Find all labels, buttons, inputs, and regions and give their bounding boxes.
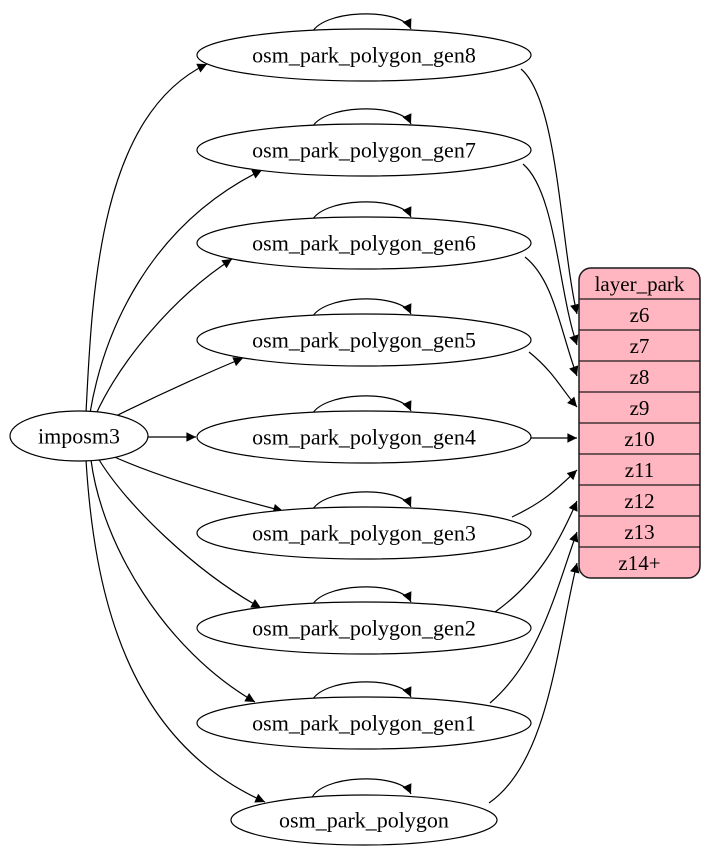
node-label-osm_park_polygon: osm_park_polygon: [279, 808, 449, 833]
record-title: layer_park: [595, 272, 685, 296]
node-osm_park_polygon_gen6: osm_park_polygon_gen6: [196, 216, 532, 270]
edge-osm_park_polygon_gen8-to-layer_park:z6: [520, 68, 580, 315]
node-osm_park_polygon_gen1: osm_park_polygon_gen1: [196, 696, 532, 750]
self-loop-osm_park_polygon_gen2: [310, 586, 412, 609]
record-row-z10: z10: [624, 427, 654, 451]
edge-imposm3-to-osm_park_polygon_gen7: [89, 169, 263, 414]
self-loop-osm_park_polygon_gen7: [310, 108, 412, 131]
self-loop-osm_park_polygon_gen3: [310, 491, 412, 514]
node-osm_park_polygon_gen4: osm_park_polygon_gen4: [196, 410, 532, 464]
node-label-osm_park_polygon_gen2: osm_park_polygon_gen2: [252, 616, 476, 641]
edge-imposm3-to-osm_park_polygon_gen1: [90, 459, 256, 703]
record-row-z12: z12: [624, 489, 654, 513]
edge-osm_park_polygon_gen3-to-layer_park:z11: [511, 469, 578, 518]
node-ellipse-osm_park_polygon_gen1: [196, 696, 532, 750]
self-loop-osm_park_polygon_gen5: [310, 298, 412, 321]
edge-osm_park_polygon_gen2-to-layer_park:z12: [494, 500, 578, 613]
node-ellipse-osm_park_polygon_gen5: [196, 313, 532, 367]
edge-imposm3-to-osm_park_polygon_gen5: [109, 357, 244, 420]
node-osm_park_polygon_gen8: osm_park_polygon_gen8: [196, 28, 532, 82]
node-label-osm_park_polygon_gen5: osm_park_polygon_gen5: [252, 328, 476, 353]
node-ellipse-osm_park_polygon: [230, 794, 498, 846]
node-label-osm_park_polygon_gen4: osm_park_polygon_gen4: [252, 425, 476, 450]
node-ellipse-osm_park_polygon_gen7: [196, 123, 532, 177]
self-loops-layer: [310, 13, 412, 801]
edge-imposm3-to-osm_park_polygon: [85, 459, 266, 803]
edge-imposm3-to-osm_park_polygon_gen6: [95, 258, 233, 415]
nodes-layer: imposm3 osm_park_polygon_gen8 osm_park_pol…: [9, 28, 532, 846]
record-row-z6: z6: [630, 303, 650, 327]
self-loop-osm_park_polygon_gen4: [310, 395, 412, 418]
node-ellipse-osm_park_polygon_gen4: [196, 410, 532, 464]
record-row-z14+: z14+: [618, 551, 660, 575]
node-osm_park_polygon: osm_park_polygon: [230, 794, 498, 846]
node-osm_park_polygon_gen3: osm_park_polygon_gen3: [196, 506, 532, 560]
edge-osm_park_polygon_gen5-to-layer_park:z9: [528, 351, 578, 408]
record-row-z8: z8: [630, 365, 650, 389]
edges-layer: [85, 63, 580, 804]
self-loop-osm_park_polygon_gen1: [310, 681, 412, 704]
node-ellipse-osm_park_polygon_gen6: [196, 216, 532, 270]
edge-osm_park_polygon_gen6-to-layer_park:z8: [524, 256, 579, 377]
record-row-z13: z13: [624, 520, 654, 544]
self-loop-osm_park_polygon_gen6: [310, 201, 412, 224]
record-row-z11: z11: [625, 458, 655, 482]
edge-imposm3-to-osm_park_polygon_gen8: [85, 63, 208, 414]
node-ellipse-imposm3: [9, 410, 149, 462]
node-label-osm_park_polygon_gen6: osm_park_polygon_gen6: [252, 231, 476, 256]
self-loop-osm_park_polygon_gen8: [310, 13, 412, 36]
edge-imposm3-to-osm_park_polygon_gen2: [97, 457, 262, 609]
self-loop-osm_park_polygon: [310, 778, 412, 801]
node-osm_park_polygon_gen5: osm_park_polygon_gen5: [196, 313, 532, 367]
node-label-osm_park_polygon_gen8: osm_park_polygon_gen8: [252, 43, 476, 68]
node-ellipse-osm_park_polygon_gen3: [196, 506, 532, 560]
edge-osm_park_polygon-to-layer_park:z14+: [488, 562, 580, 804]
edge-osm_park_polygon_gen7-to-layer_park:z7: [522, 163, 579, 346]
node-label-osm_park_polygon_gen1: osm_park_polygon_gen1: [252, 711, 476, 736]
node-layer_park: layer_park z6 z7 z8 z9 z10 z11 z12 z13 z14+: [578, 267, 701, 579]
record-row-z9: z9: [630, 396, 650, 420]
node-osm_park_polygon_gen7: osm_park_polygon_gen7: [196, 123, 532, 177]
record-row-z7: z7: [630, 334, 650, 358]
node-ellipse-osm_park_polygon_gen8: [196, 28, 532, 82]
node-ellipse-osm_park_polygon_gen2: [196, 601, 532, 655]
node-label-osm_park_polygon_gen7: osm_park_polygon_gen7: [252, 138, 476, 163]
node-label-osm_park_polygon_gen3: osm_park_polygon_gen3: [252, 521, 476, 546]
edge-osm_park_polygon_gen1-to-layer_park:z13: [489, 531, 579, 704]
node-label-imposm3: imposm3: [38, 424, 120, 449]
edge-imposm3-to-osm_park_polygon_gen3: [109, 454, 284, 514]
node-osm_park_polygon_gen2: osm_park_polygon_gen2: [196, 601, 532, 655]
record-node-layer: layer_park z6 z7 z8 z9 z10 z11 z12 z13 z14+: [578, 267, 701, 579]
node-imposm3: imposm3: [9, 410, 149, 462]
